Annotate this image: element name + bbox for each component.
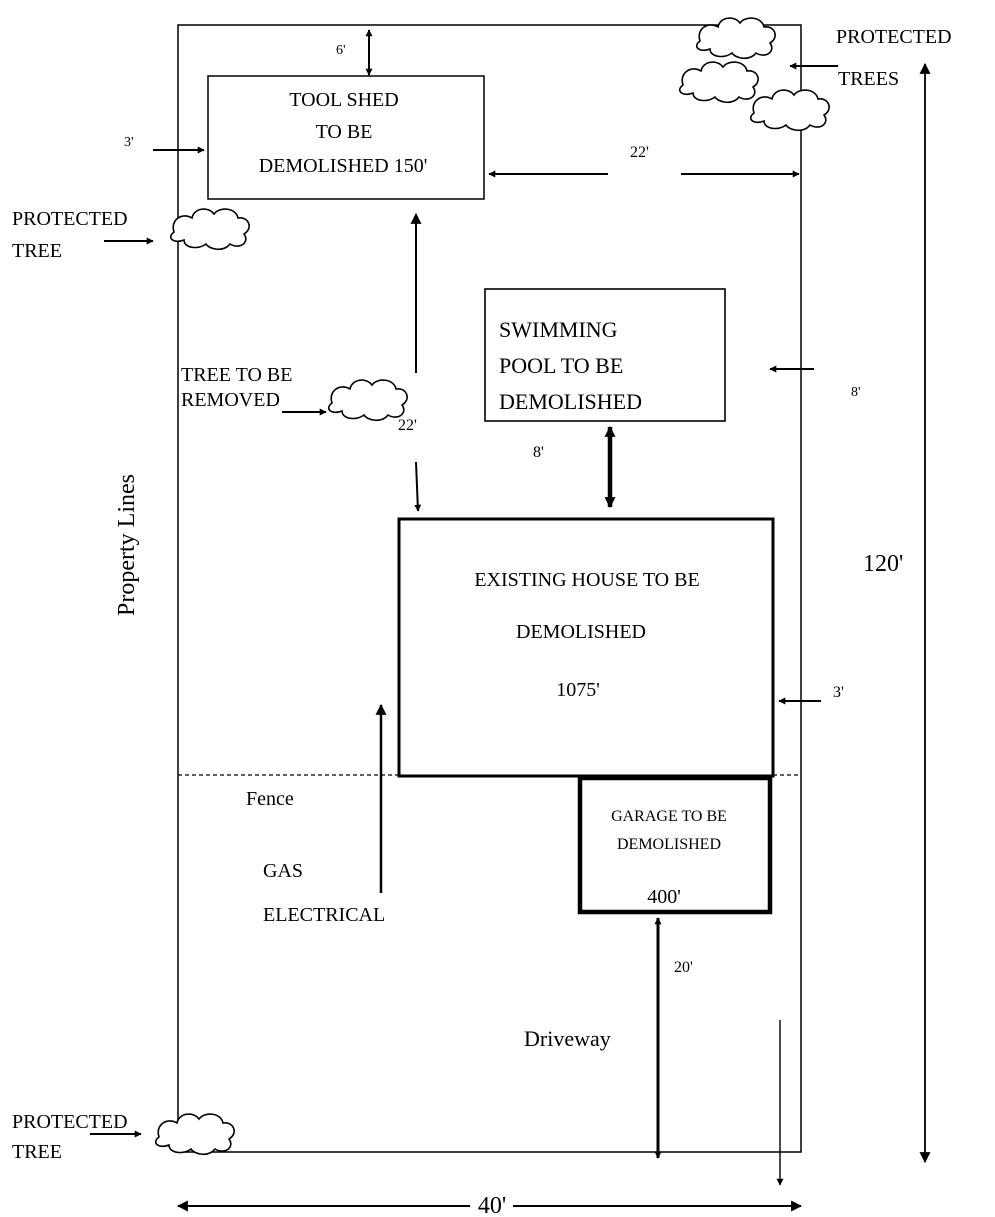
- garage-label-1: GARAGE TO BE: [611, 808, 727, 825]
- dim-garage-street: 20': [674, 959, 693, 976]
- protected-tree-cloud-2: [678, 61, 759, 104]
- protected-tree-top-label-1: PROTECTED: [12, 208, 128, 230]
- dim-pool-to-house: 8': [533, 444, 544, 461]
- dim-pool-right: 8': [851, 385, 861, 400]
- dim-arrow-shed-house-b: [414, 461, 422, 512]
- dim-lot-width: 40': [478, 1193, 506, 1217]
- tree-removed-label-2: REMOVED: [181, 389, 280, 411]
- protected-tree-cloud-3: [749, 89, 830, 132]
- tool-shed-label-2: TO BE: [316, 121, 373, 143]
- driveway-label: Driveway: [524, 1026, 611, 1051]
- protected-tree-cloud-bottom-left: [154, 1113, 235, 1156]
- swimming-pool: [484, 288, 726, 422]
- garage-label-2: DEMOLISHED: [617, 836, 721, 853]
- garage: [577, 775, 773, 915]
- tree-removed-label-1: TREE TO BE: [181, 364, 292, 386]
- tool-shed: [207, 75, 485, 200]
- dim-shed-to-house: 22': [398, 417, 417, 434]
- protected-tree-bottom-label-2: TREE: [12, 1141, 62, 1163]
- house-label-2: DEMOLISHED: [516, 621, 646, 643]
- electrical-label: ELECTRICAL: [263, 904, 385, 926]
- gas-label: GAS: [263, 860, 303, 882]
- protected-tree-cloud-1: [695, 17, 776, 60]
- dim-lot-depth: 120': [863, 551, 903, 577]
- property-boundary: [177, 24, 802, 1153]
- pool-label-1: SWIMMING: [499, 317, 618, 342]
- protected-trees-label-1: PROTECTED: [836, 26, 952, 48]
- protected-tree-bottom-label-1: PROTECTED: [12, 1111, 128, 1133]
- existing-house: [397, 517, 775, 778]
- property-lines-label: Property Lines: [114, 474, 140, 616]
- protected-tree-cloud-top-left: [169, 208, 250, 251]
- garage-area: 400': [647, 886, 681, 908]
- dim-shed-top: 6': [336, 43, 346, 58]
- tree-to-be-removed-cloud: [327, 379, 408, 422]
- house-area: 1075': [556, 679, 600, 701]
- protected-trees-label-2: TREES: [838, 68, 899, 90]
- tool-shed-label-3: DEMOLISHED 150': [259, 155, 428, 177]
- pool-label-2: POOL TO BE: [499, 353, 623, 378]
- dim-house-right: 3': [833, 684, 844, 701]
- pool-label-3: DEMOLISHED: [499, 389, 642, 414]
- dim-shed-left: 3': [124, 135, 134, 150]
- dim-shed-right: 22': [630, 144, 649, 161]
- house-label-1: EXISTING HOUSE TO BE: [474, 569, 699, 591]
- protected-tree-top-label-2: TREE: [12, 240, 62, 262]
- tool-shed-label-1: TOOL SHED: [289, 89, 398, 111]
- fence-label: Fence: [246, 788, 294, 810]
